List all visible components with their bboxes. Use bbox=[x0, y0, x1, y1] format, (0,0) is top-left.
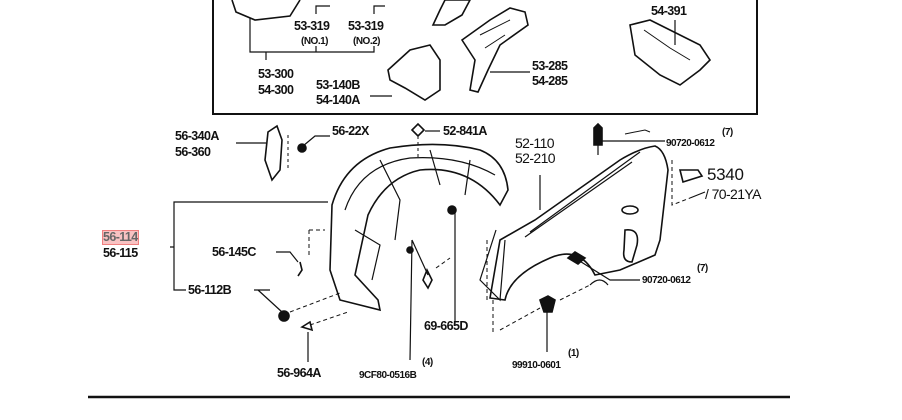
part-qualifier-no2: (NO.2) bbox=[353, 36, 381, 47]
part-label-56-340a[interactable]: 56-340A bbox=[175, 129, 219, 143]
part-label-90720-0612-top[interactable]: 90720-0612 bbox=[666, 138, 715, 149]
part-label-56-360[interactable]: 56-360 bbox=[175, 145, 211, 159]
ref-label-5340[interactable]: 5340 bbox=[707, 165, 744, 184]
part-qty-90720-top: (7) bbox=[722, 127, 733, 138]
part-label-54-140a[interactable]: 54-140A bbox=[316, 93, 360, 107]
part-label-53-300[interactable]: 53-300 bbox=[258, 67, 294, 81]
part-label-52-210[interactable]: 52-210 bbox=[515, 150, 556, 166]
part-label-56-114-highlighted[interactable]: 56-114 bbox=[102, 230, 139, 245]
part-53-300-shape bbox=[231, 0, 301, 21]
part-label-56-115[interactable]: 56-115 bbox=[103, 246, 138, 260]
part-label-99910-0601[interactable]: 99910-0601 bbox=[512, 360, 561, 371]
part-56-114-shape bbox=[329, 143, 509, 312]
part-54-391-shape bbox=[629, 19, 712, 86]
part-leader-53-300 bbox=[249, 5, 385, 60]
part-label-9cf80-0516b[interactable]: 9CF80-0516B bbox=[359, 370, 417, 381]
part-label-52-110[interactable]: 52-110 bbox=[515, 135, 555, 151]
part-label-56-964a[interactable]: 56-964A bbox=[277, 366, 321, 380]
part-label-54-285[interactable]: 54-285 bbox=[532, 74, 568, 88]
inset-frame bbox=[212, 0, 758, 115]
part-label-53-319-no2[interactable]: 53-319 bbox=[348, 19, 384, 33]
part-56-340a-shape bbox=[264, 124, 283, 182]
part-qty-90720-bottom: (7) bbox=[697, 263, 708, 274]
part-52-110-fender-shape bbox=[489, 145, 669, 301]
part-label-52-841a[interactable]: 52-841A bbox=[443, 124, 487, 138]
part-label-54-391[interactable]: 54-391 bbox=[651, 4, 687, 18]
part-53-140b-shape bbox=[387, 44, 441, 101]
part-label-53-285[interactable]: 53-285 bbox=[532, 59, 568, 73]
part-label-56-145c[interactable]: 56-145C bbox=[212, 245, 256, 259]
part-leader-56-22x bbox=[302, 135, 330, 147]
part-53-285-shape bbox=[460, 7, 529, 93]
part-qty-99910: (1) bbox=[568, 348, 579, 359]
part-label-90720-0612-bottom[interactable]: 90720-0612 bbox=[642, 275, 691, 286]
ref-label-70-21ya[interactable]: / 70-21YA bbox=[705, 186, 761, 202]
part-qualifier-no1: (NO.1) bbox=[301, 36, 329, 47]
part-label-56-22x[interactable]: 56-22X bbox=[332, 124, 369, 138]
part-label-54-300[interactable]: 54-300 bbox=[258, 83, 294, 97]
part-qty-9cf80: (4) bbox=[422, 357, 433, 368]
part-label-69-665d[interactable]: 69-665D bbox=[424, 319, 468, 333]
part-label-53-319-no1[interactable]: 53-319 bbox=[294, 19, 330, 33]
part-label-56-112b[interactable]: 56-112B bbox=[188, 283, 232, 297]
part-leader-56-114 bbox=[170, 201, 328, 291]
part-label-53-140b[interactable]: 53-140B bbox=[316, 78, 360, 92]
part-53-319-no1-shape bbox=[431, 0, 471, 26]
